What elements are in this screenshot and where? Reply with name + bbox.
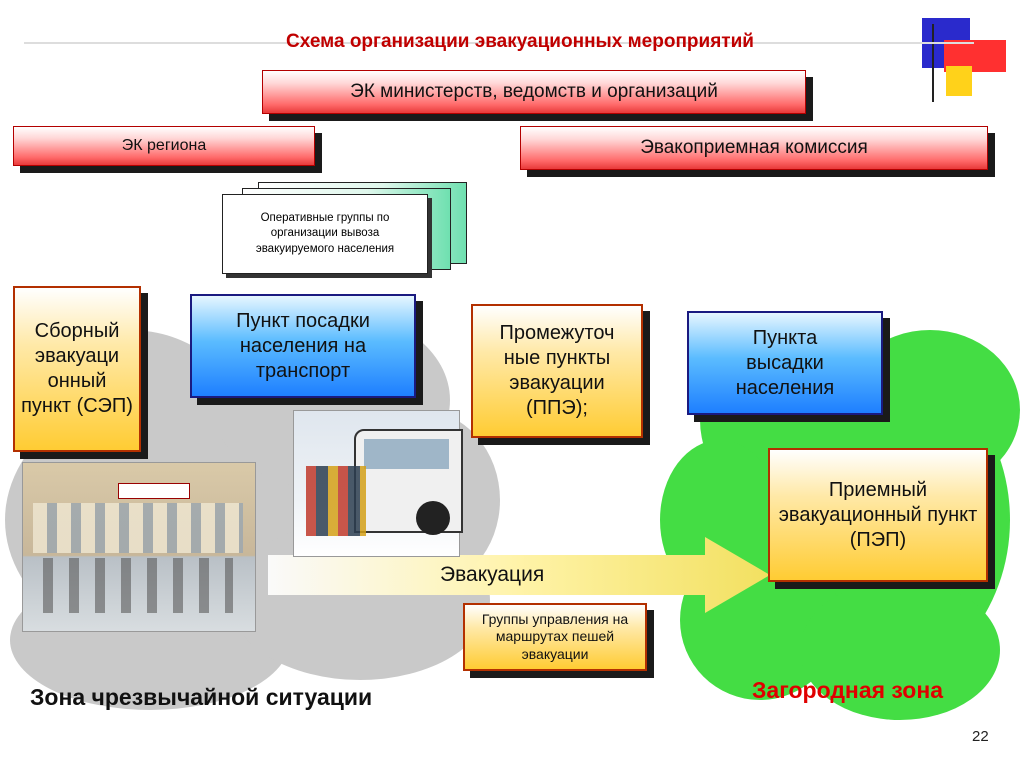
box-region: ЭК региона (13, 126, 315, 166)
box-ministries-label: ЭК министерств, ведомств и организаций (350, 81, 718, 102)
decor-yellow-square (946, 66, 972, 96)
operative-groups-card: Оперативные группы по организации вывоза… (222, 194, 428, 274)
zone-suburban-label: Загородная зона (752, 677, 944, 703)
box-landing: Пункта высадки населения (687, 311, 883, 415)
box-region-label: ЭК региона (121, 137, 207, 154)
zone-emergency-label: Зона чрезвычайной ситуации (30, 684, 373, 710)
box-route-groups: Группы управления на маршрутах пешей эва… (463, 603, 647, 671)
operative-groups-label: Оперативные группы по организации вывоза… (255, 211, 395, 255)
box-ppe-label: Промежуточ ные пункты эвакуации (ППЭ); (499, 322, 615, 419)
illustration-crowd (22, 462, 256, 632)
box-pep: Приемный эвакуационный пункт (ПЭП) (768, 448, 988, 582)
page-number: 22 (972, 728, 989, 745)
box-pep-label: Приемный эвакуационный пункт (ПЭП) (778, 478, 978, 551)
decor-line-v (932, 24, 934, 102)
box-route-groups-label: Группы управления на маршрутах пешей эва… (481, 610, 629, 662)
box-sep: Сборный эвакуаци онный пункт (СЭП) (13, 286, 141, 452)
box-ministries: ЭК министерств, ведомств и организаций (262, 70, 806, 114)
decor-line-h (24, 42, 974, 44)
evacuation-arrow-label: Эвакуация (440, 563, 545, 586)
box-ppe: Промежуточ ные пункты эвакуации (ППЭ); (471, 304, 643, 438)
box-boarding-label: Пункт посадки населения на транспорт (236, 309, 370, 382)
box-reception-commission: Эвакоприемная комиссия (520, 126, 988, 170)
box-landing-label: Пункта высадки населения (735, 326, 835, 399)
box-boarding: Пункт посадки населения на транспорт (190, 294, 416, 398)
page-title: Схема организации эвакуационных мероприя… (286, 31, 754, 52)
box-reception-commission-label: Эвакоприемная комиссия (640, 137, 868, 158)
illustration-bus (293, 410, 463, 557)
box-sep-label: Сборный эвакуаци онный пункт (СЭП) (21, 320, 133, 417)
